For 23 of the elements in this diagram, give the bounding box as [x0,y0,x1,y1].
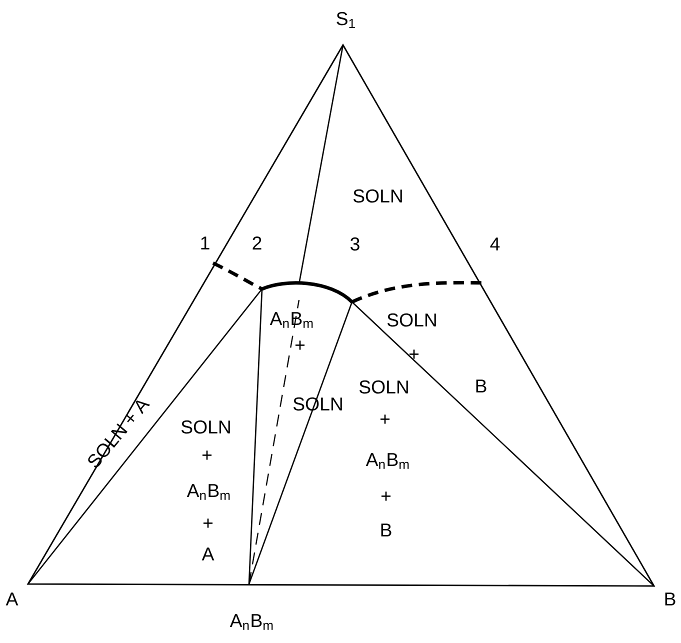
region-label: A$_{n}$B$_{m}$ [366,453,409,469]
point-label: 4 [490,238,500,250]
point-label: 2 [252,236,262,250]
region-label: SOLN [353,189,402,203]
vertex-label: A$_{n}$B$_{m}$ [230,614,273,630]
region-label: + [381,492,391,501]
region-label: B [381,524,392,536]
region-label: + [295,340,305,350]
region-label: SOLN [181,420,230,434]
point-label: 3 [350,237,360,251]
region-label: + [380,414,390,424]
region-label: SOLN [387,313,436,327]
region-label: + [409,350,419,359]
region-label: A [202,548,214,560]
region-label: + [203,518,213,528]
region-label: B [476,380,486,392]
region-label: A$_{n}$B$_{m}$ [186,484,230,500]
vertex-label: B [665,592,676,606]
vertex-label: S$_{1}$ [336,12,355,28]
region-label: SOLN [359,380,408,394]
region-label: + [202,450,212,460]
vertex-label: A [6,592,18,606]
point-label: 1 [201,236,210,250]
